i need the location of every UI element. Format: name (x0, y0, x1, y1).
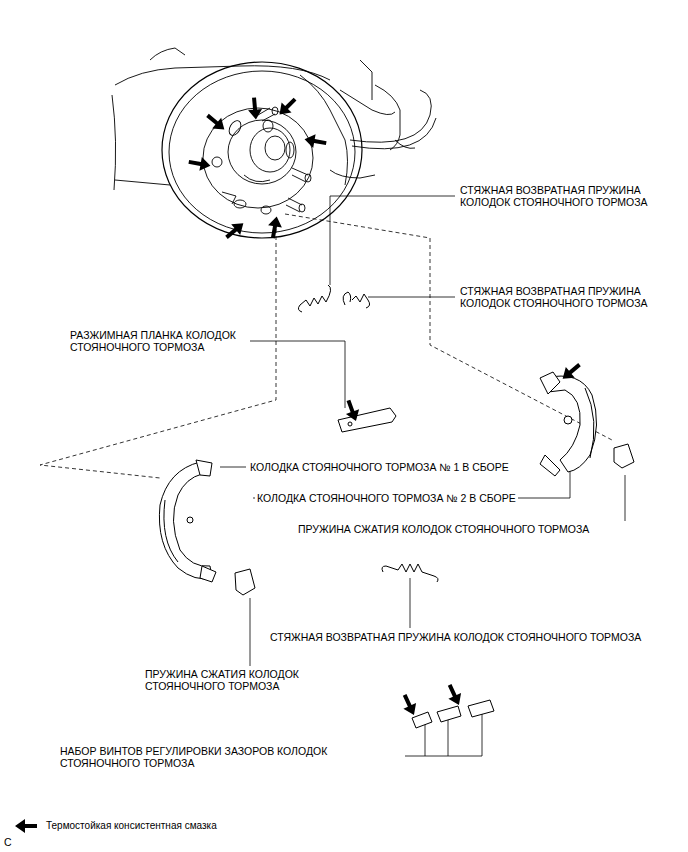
part-label: КОЛОДКА СТОЯНОЧНОГО ТОРМОЗА № 1 В СБОРЕ (248, 461, 511, 473)
legend-text: Термостойкая консистентная смазка (44, 820, 219, 832)
part-label: КОЛОДКА СТОЯНОЧНОГО ТОРМОЗА № 2 В СБОРЕ (255, 492, 518, 504)
part-label: ПРУЖИНА СЖАТИЯ КОЛОДОК СТОЯНОЧНОГО ТОРМО… (143, 668, 343, 692)
part-label: РАЗЖИМНАЯ ПЛАНКА КОЛОДОК СТОЯНОЧНОГО ТОР… (68, 329, 248, 353)
figure-code: C (2, 836, 14, 848)
part-label: НАБОР ВИНТОВ РЕГУЛИРОВКИ ЗАЗОРОВ КОЛОДОК… (58, 745, 403, 769)
part-label: СТЯЖНАЯ ВОЗВРАТНАЯ ПРУЖИНА КОЛОДОК СТОЯН… (458, 285, 673, 309)
part-label: ПРУЖИНА СЖАТИЯ КОЛОДОК СТОЯНОЧНОГО ТОРМО… (296, 523, 591, 535)
part-label: СТЯЖНАЯ ВОЗВРАТНАЯ ПРУЖИНА КОЛОДОК СТОЯН… (458, 184, 673, 208)
part-label: СТЯЖНАЯ ВОЗВРАТНАЯ ПРУЖИНА КОЛОДОК СТОЯН… (268, 631, 643, 643)
lubricant-arrow (15, 819, 37, 833)
